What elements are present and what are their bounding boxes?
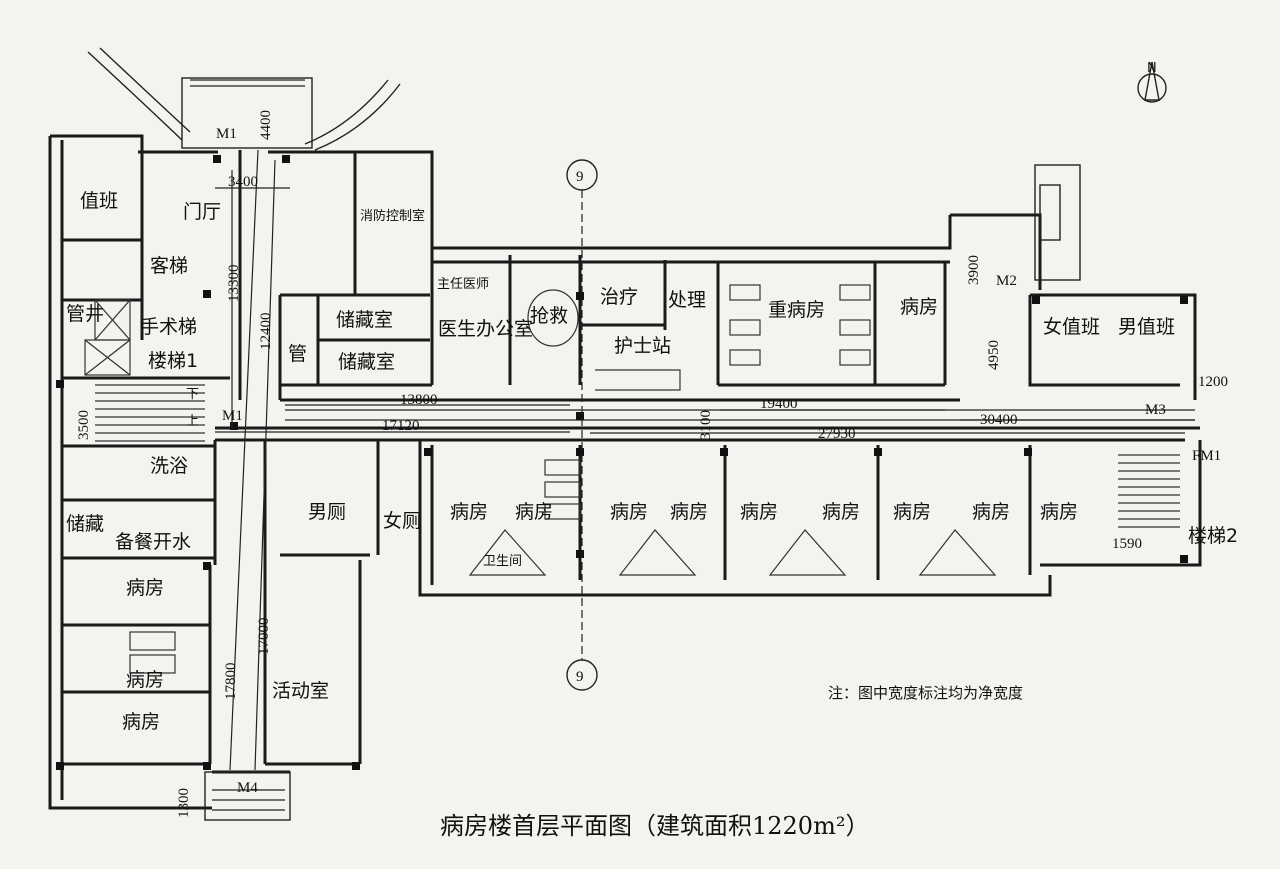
room-ward-top: 病房	[900, 296, 938, 318]
room-ward-w3: 病房	[122, 711, 160, 733]
room-duty-m: 男值班	[1118, 316, 1175, 338]
room-storage-b: 储藏室	[338, 351, 395, 373]
dim-27930: 27930	[818, 426, 856, 442]
room-activity: 活动室	[272, 680, 329, 702]
east-wing-north-walls	[280, 213, 1197, 402]
east-tower	[1034, 164, 1081, 281]
dimension-lines	[215, 149, 1195, 771]
dim-4950: 4950	[986, 340, 1002, 370]
dim-4400: 4400	[258, 110, 274, 140]
room-director: 主任医师	[437, 277, 489, 292]
room-storage-c: 储藏	[66, 513, 104, 535]
dim-17000: 17000	[256, 618, 272, 656]
west-wing-walls	[48, 134, 434, 810]
dim-19400: 19400	[760, 396, 798, 412]
dim-3100: 3100	[698, 410, 714, 440]
ward-south-5: 病房	[740, 501, 778, 523]
door-fm1: FM1	[1192, 448, 1221, 464]
dim-17800: 17800	[223, 663, 239, 701]
room-duty: 值班	[80, 190, 118, 212]
dim-1200: 1200	[1198, 374, 1228, 390]
door-m3: M3	[1145, 402, 1166, 418]
dim-30400: 30400	[980, 412, 1018, 428]
bed-furniture	[129, 284, 871, 674]
ward-south-3: 病房	[610, 501, 648, 523]
dim-1300: 1300	[176, 788, 192, 818]
ward-south-1: 病房	[450, 501, 488, 523]
grid-axis-9: 9 9	[566, 159, 598, 691]
plan-note: 注：图中宽度标注均为净宽度	[828, 684, 1023, 702]
room-wc-m: 男厕	[308, 501, 346, 523]
room-surgery-lift: 手术梯	[140, 316, 197, 338]
room-icu-ward: 重病房	[768, 299, 825, 321]
corridor-lines	[285, 409, 1195, 421]
ward-south-9: 病房	[1040, 501, 1078, 523]
entrance-canopy	[87, 47, 401, 151]
north-arrow: N	[1137, 61, 1167, 103]
ward-toilet-pods	[468, 529, 997, 576]
room-toilet: 卫生间	[483, 554, 522, 569]
room-stair2: 楼梯2	[1188, 525, 1238, 547]
dim-1590: 1590	[1112, 536, 1142, 552]
door-m1-mid: M1	[222, 408, 243, 424]
dim-3400: 3400	[228, 174, 258, 190]
stair1-treads	[95, 384, 205, 442]
room-rescue: 抢救	[530, 305, 568, 327]
stair2-treads	[1118, 454, 1180, 528]
north-label: N	[1147, 61, 1157, 76]
lift-shafts	[84, 299, 131, 376]
axis-label-top: 9	[576, 169, 584, 185]
dim-3500: 3500	[76, 410, 92, 440]
room-lobby: 门厅	[183, 201, 221, 223]
dim-3900: 3900	[966, 255, 982, 285]
room-stair1: 楼梯1	[148, 350, 198, 372]
room-pantry: 备餐开水	[115, 531, 191, 553]
room-ward-w2: 病房	[126, 669, 164, 691]
room-passenger-lift: 客梯	[150, 255, 188, 277]
ward-south-2: 病房	[515, 501, 553, 523]
door-m2: M2	[996, 273, 1017, 289]
room-ward-w1: 病房	[126, 577, 164, 599]
room-treatment: 治疗	[600, 286, 638, 308]
dim-17120: 17120	[382, 418, 420, 434]
dim-12400: 12400	[258, 313, 274, 351]
room-disposal: 处理	[668, 289, 706, 311]
ward-south-6: 病房	[822, 501, 860, 523]
room-shaft: 管井	[66, 303, 104, 325]
ward-south-7: 病房	[893, 501, 931, 523]
room-duty-f: 女值班	[1043, 316, 1100, 338]
room-fire-control: 消防控制室	[360, 208, 425, 224]
room-wc-f: 女厕	[383, 510, 421, 532]
door-m1-top: M1	[216, 126, 237, 142]
activity-block-walls	[204, 438, 422, 821]
room-pipe: 管	[288, 343, 307, 365]
dim-13300: 13300	[226, 265, 242, 303]
ward-south-4: 病房	[670, 501, 708, 523]
stair1-down: 下	[186, 387, 199, 402]
door-m4: M4	[237, 780, 258, 796]
stair1-up: 上	[186, 414, 199, 429]
room-doctor-office: 医生办公室	[438, 318, 533, 340]
plan-title: 病房楼首层平面图（建筑面积1220m²）	[440, 812, 869, 840]
structural-columns	[56, 155, 1188, 770]
axis-label-bottom: 9	[576, 669, 584, 685]
room-storage-a: 储藏室	[336, 309, 393, 331]
room-bath: 洗浴	[150, 455, 188, 477]
dim-13800: 13800	[400, 392, 438, 408]
room-nurse-station: 护士站	[614, 335, 671, 357]
ward-south-8: 病房	[972, 501, 1010, 523]
